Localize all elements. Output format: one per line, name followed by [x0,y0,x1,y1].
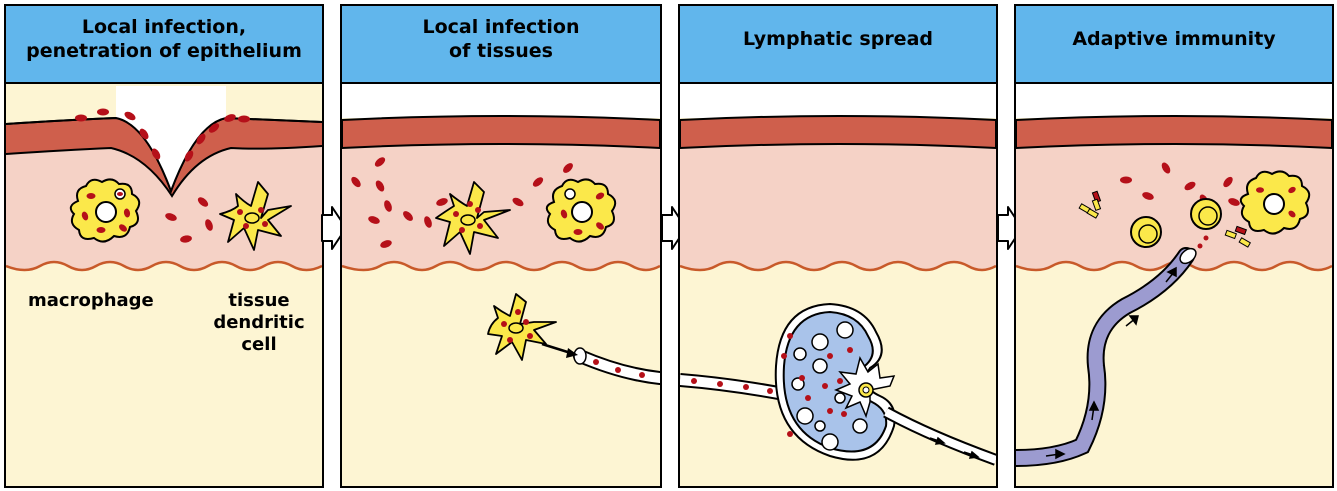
lymphocytes [1130,198,1222,248]
basement-membrane [6,260,322,272]
blood-vessel [1016,247,1197,467]
panel-local-infection-penetration: Local infection, penetration of epitheli… [4,4,324,488]
lymphatic-vessel [541,342,660,385]
panel-lymphatic-spread: Lymphatic spread [678,4,998,488]
antibodies [1078,190,1252,248]
panel-3-title: Lymphatic spread [742,28,933,50]
dendritic-cell [435,181,511,255]
bacteria [351,157,573,248]
migrating-dendritic-cell [487,293,557,361]
bacteria [75,108,250,243]
panel-1-illustration [6,6,322,486]
macrophage-cell [545,178,617,243]
dendritic-cell-label: tissue dendritic cell [213,290,305,355]
dendritic-cell [219,181,292,251]
panel-local-infection-tissues: Local infection of tissues [340,4,662,488]
epithelium [6,118,322,196]
panel-3-illustration [680,6,996,486]
panel-2-illustration [342,6,660,486]
panel-1-header: Local infection, penetration of epitheli… [6,6,322,84]
panel-1-title: Local infection, penetration of epitheli… [26,16,302,62]
right-arrow-icon [321,206,347,250]
panel-2-title: Local infection of tissues [422,16,580,62]
panel-4-header: Adaptive immunity [1016,6,1332,84]
lymph-node [774,302,896,461]
panel-3-header: Lymphatic spread [680,6,996,84]
panel-adaptive-immunity: Adaptive immunity [1014,4,1334,488]
panel-2-header: Local infection of tissues [342,6,660,84]
macrophage-label: macrophage [28,290,154,311]
macrophage-cell [1239,170,1311,235]
macrophage-cell [69,178,141,243]
panel-4-title: Adaptive immunity [1072,28,1276,50]
